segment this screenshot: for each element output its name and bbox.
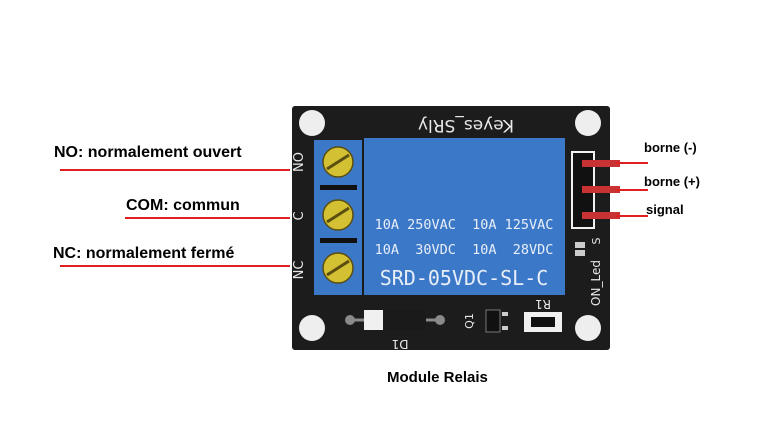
mounting-holes [299, 110, 601, 341]
led-label: ON_Led [589, 260, 603, 306]
label-pin-minus: borne (-) [644, 140, 697, 155]
transistor-q1 [485, 309, 508, 333]
relay-model-label: SRD-05VDC-SL-C [380, 266, 549, 290]
label-com: COM: commun [126, 197, 240, 214]
terminal-screws [322, 146, 354, 284]
diode-d1 [345, 310, 445, 330]
diode-label: D1 [392, 337, 409, 351]
relay-body [364, 138, 565, 295]
terminal-nc-label: NC [292, 261, 307, 280]
status-led [575, 242, 585, 256]
caption: Module Relais [387, 369, 488, 386]
terminal-separators [320, 185, 357, 243]
terminal-c-label: C [292, 211, 307, 220]
left-callout-lines [60, 169, 290, 267]
relay-rating-line-2: 10A 30VDC 10A 28VDC [375, 242, 554, 258]
label-pin-signal: signal [646, 202, 684, 217]
label-pin-plus: borne (+) [644, 174, 700, 189]
transistor-label: Q1 [463, 313, 476, 329]
brand-label: Keyes_SRly [418, 115, 514, 135]
label-nc: NC: normalement fermé [53, 245, 235, 262]
relay-rating-line-1: 10A 250VAC 10A 125VAC [375, 217, 554, 233]
resistor-label: R1 [535, 297, 551, 311]
resistor-r1 [524, 312, 562, 332]
pin-s-label: S [590, 237, 603, 244]
header-pins [571, 151, 620, 229]
right-callout-lines [616, 162, 648, 217]
terminal-no-label: NO [292, 152, 307, 172]
label-no: NO: normalement ouvert [54, 144, 242, 161]
